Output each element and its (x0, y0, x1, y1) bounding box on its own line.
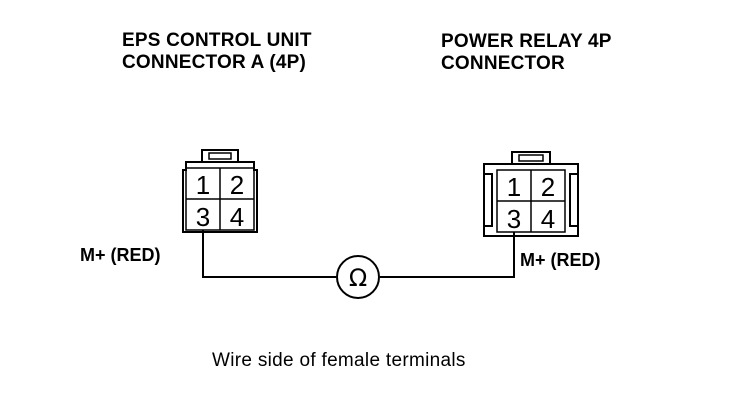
meter-leads (202, 230, 515, 278)
left-connector-body (182, 161, 258, 233)
left-connector-pin-3: 3 (196, 202, 210, 232)
left-wire-label: M+ (RED) (80, 245, 161, 265)
right-meter-lead (380, 232, 515, 278)
right-connector-pin-4: 4 (541, 204, 555, 234)
right-connector-left-notch (484, 173, 493, 227)
right-connector-title: POWER RELAY 4P CONNECTOR (441, 31, 612, 75)
left-connector (182, 149, 258, 233)
left-connector-title-line2: CONNECTOR A (4P) (122, 52, 307, 73)
left-connector-title: EPS CONTROL UNIT CONNECTOR A (4P) (122, 30, 312, 74)
right-connector-lock-tab-inner (518, 154, 544, 162)
left-meter-lead (202, 230, 336, 278)
right-connector-title-line2: CONNECTOR (441, 53, 565, 74)
left-connector-pin-2: 2 (230, 170, 244, 200)
right-connector-pin-2: 2 (541, 172, 555, 202)
right-connector-pin-3: 3 (507, 204, 521, 234)
diagram-caption: Wire side of female terminals (212, 350, 466, 371)
right-connector-pin-1: 1 (507, 172, 521, 202)
ohm-icon: Ω (349, 264, 367, 292)
ohmmeter-circle (336, 255, 380, 299)
right-connector-lock-tab (511, 151, 551, 165)
left-connector-lock-tab-inner (208, 152, 232, 160)
right-connector-body (483, 163, 579, 237)
right-connector-right-notch (569, 173, 578, 227)
left-connector-title-line1: EPS CONTROL UNIT (122, 30, 312, 51)
right-connector-title-line1: POWER RELAY 4P (441, 31, 612, 52)
right-wire-label: M+ (RED) (520, 250, 601, 270)
left-connector-pin-1: 1 (196, 170, 210, 200)
left-connector-lock-tab (201, 149, 239, 163)
left-connector-pin-4: 4 (230, 202, 244, 232)
right-connector (483, 151, 579, 237)
